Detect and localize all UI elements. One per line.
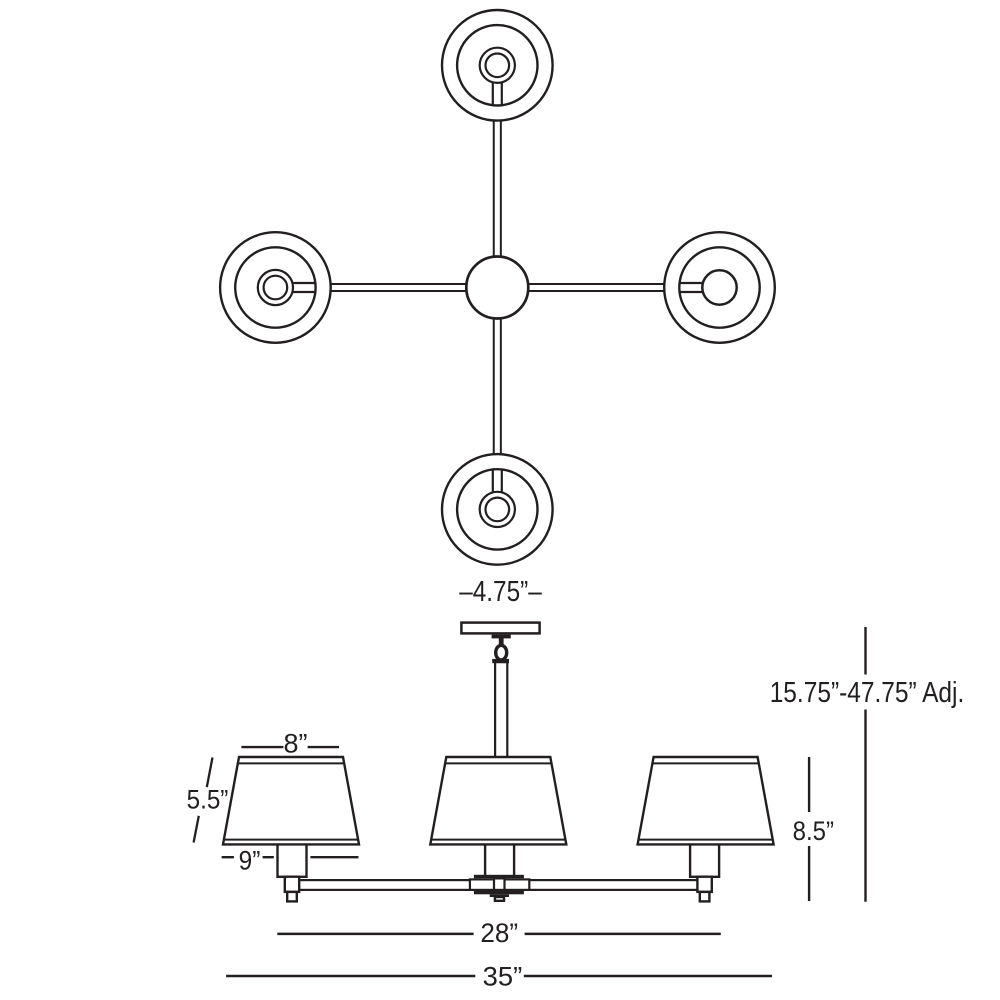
svg-text:8”: 8” — [284, 728, 308, 758]
svg-text:35”: 35” — [483, 962, 523, 992]
svg-text:–4.75”–: –4.75”– — [459, 576, 542, 608]
svg-text:5.5”: 5.5” — [187, 785, 229, 815]
svg-text:9”: 9” — [239, 845, 261, 875]
svg-text:15.75”-47.75” Adj.: 15.75”-47.75” Adj. — [770, 677, 965, 709]
svg-text:8.5”: 8.5” — [793, 816, 834, 846]
svg-text:28”: 28” — [480, 918, 518, 948]
